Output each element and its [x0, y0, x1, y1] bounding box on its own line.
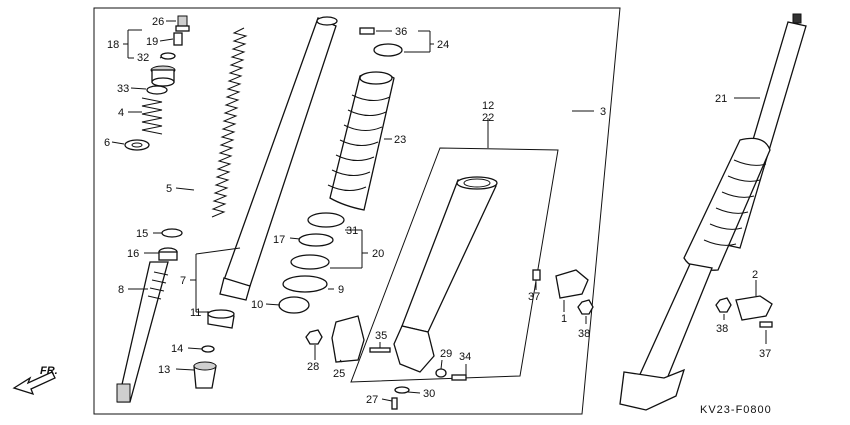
leader-lines [111, 20, 767, 402]
fork-pipe-7 [219, 16, 338, 301]
callout-4: 4 [118, 107, 124, 119]
valve-19 [173, 32, 183, 46]
washer-6 [124, 139, 150, 151]
callout-31: 31 [346, 225, 358, 237]
callout-23: 23 [394, 134, 406, 146]
callout-2: 2 [752, 269, 758, 281]
callout-22: 22 [482, 112, 494, 124]
o-ring-33 [146, 85, 168, 95]
callout-19: 19 [146, 36, 158, 48]
callout-34: 34 [459, 351, 471, 363]
callout-18: 18 [107, 39, 119, 51]
front-direction-arrow-icon [12, 371, 56, 396]
callout-21: 21 [715, 93, 727, 105]
front-direction-label: FR. [40, 365, 58, 377]
callout-12: 12 [482, 100, 494, 112]
washer-29 [435, 368, 447, 378]
exploded-view-frame [93, 7, 621, 415]
nut-38-b [715, 297, 732, 313]
bolt-34 [451, 374, 467, 381]
callout-9: 9 [338, 284, 344, 296]
callout-38-b: 38 [716, 323, 728, 335]
washer-14 [201, 345, 215, 353]
callout-13: 13 [158, 364, 170, 376]
back-up-ring-20 [290, 254, 330, 270]
callout-16: 16 [127, 248, 139, 260]
callout-36: 36 [395, 26, 407, 38]
callout-28: 28 [307, 361, 319, 373]
boot-band-24 [373, 43, 403, 57]
spring-4 [141, 97, 163, 135]
hose-clamp-2 [735, 295, 773, 321]
callout-20: 20 [372, 248, 384, 260]
diagram-code: KV23-F0800 [700, 404, 772, 416]
fork-cap-bolt-18 [150, 65, 176, 87]
callout-33: 33 [117, 83, 129, 95]
callout-27: 27 [366, 394, 378, 406]
nut-28 [305, 329, 323, 345]
callout-10: 10 [251, 299, 263, 311]
socket-bolt-13 [193, 361, 217, 389]
piston-ring-16 [158, 247, 178, 261]
callout-3: 3 [600, 106, 606, 118]
callout-37-a: 37 [528, 291, 540, 303]
callout-24: 24 [437, 39, 449, 51]
oil-lock-piece-11 [207, 309, 235, 329]
callout-25: 25 [333, 368, 345, 380]
callout-5: 5 [166, 183, 172, 195]
callout-29: 29 [440, 348, 452, 360]
washer-30 [394, 386, 410, 394]
callout-26: 26 [152, 16, 164, 28]
fork-spring-5 [211, 27, 248, 218]
callout-7: 7 [180, 275, 186, 287]
callout-38-a: 38 [578, 328, 590, 340]
hose-clamp-1 [555, 269, 589, 299]
callout-32: 32 [137, 52, 149, 64]
callout-17: 17 [273, 234, 285, 246]
callout-37-b: 37 [759, 348, 771, 360]
callout-14: 14 [171, 343, 183, 355]
stud-35 [369, 347, 391, 353]
damper-rod-8 [116, 261, 169, 403]
callout-30: 30 [423, 388, 435, 400]
bolt-26 [175, 15, 190, 32]
fork-slider-12-22 [393, 176, 498, 373]
oil-seal-31 [307, 212, 345, 228]
callout-6: 6 [104, 137, 110, 149]
callout-15: 15 [136, 228, 148, 240]
fork-assembly-21 [619, 13, 807, 411]
guide-bushing-10 [278, 296, 310, 314]
washer-32 [160, 52, 176, 60]
callout-35: 35 [375, 330, 387, 342]
callout-labels: 26 19 18 32 33 4 6 5 15 16 8 7 11 14 13 … [40, 16, 772, 416]
stopper-ring-17 [298, 233, 334, 247]
callout-8: 8 [118, 284, 124, 296]
bolt-36 [359, 27, 375, 35]
screw-27 [391, 397, 398, 410]
bolt-37-b [759, 321, 773, 328]
callout-1: 1 [561, 313, 567, 325]
slider-group-frame [350, 147, 559, 383]
callout-11: 11 [190, 307, 201, 319]
nut-38-a [577, 299, 594, 315]
snap-ring-15 [161, 228, 183, 238]
axle-holder-25 [331, 315, 365, 363]
slider-bushing-9 [282, 275, 328, 293]
fork-boot-23 [327, 71, 395, 211]
bolt-37-a [532, 269, 541, 281]
